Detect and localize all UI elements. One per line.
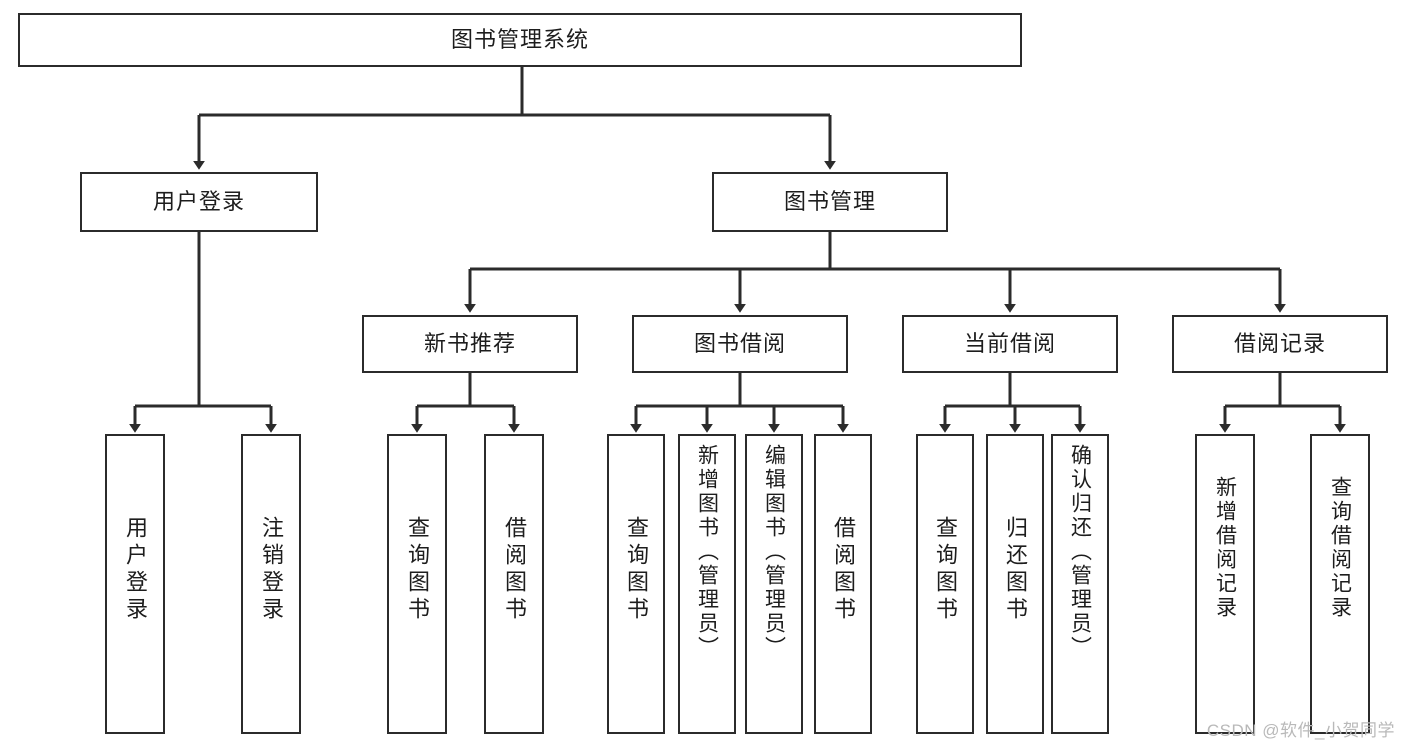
leaf-borrow-book[interactable]: 借阅图书 bbox=[814, 434, 872, 734]
node-label: 新书推荐 bbox=[423, 330, 516, 356]
leaf-borrow-book-recommend[interactable]: 借阅图书 bbox=[484, 434, 544, 734]
leaf-logout-login[interactable]: 注销登录 bbox=[241, 434, 301, 734]
node-label: 查询图书 bbox=[933, 516, 958, 624]
leaf-query-book-recommend[interactable]: 查询图书 bbox=[387, 434, 447, 734]
node-label: 查询图书 bbox=[405, 516, 430, 624]
node-current-borrow[interactable]: 当前借阅 bbox=[902, 315, 1118, 373]
leaf-return-book[interactable]: 归还图书 bbox=[986, 434, 1044, 734]
node-label: 归还图书 bbox=[1003, 516, 1028, 624]
node-root-book-management-system[interactable]: 图书管理系统 bbox=[18, 13, 1022, 67]
node-label: 编辑图书（管理员） bbox=[762, 444, 786, 660]
node-book-borrow[interactable]: 图书借阅 bbox=[632, 315, 848, 373]
node-label: 借阅图书 bbox=[502, 516, 527, 624]
node-label: 当前借阅 bbox=[963, 330, 1056, 356]
node-label: 新增借阅记录 bbox=[1213, 476, 1237, 620]
node-label: 借阅图书 bbox=[831, 516, 856, 624]
node-label: 图书管理 bbox=[783, 188, 876, 214]
leaf-user-login[interactable]: 用户登录 bbox=[105, 434, 165, 734]
node-label: 用户登录 bbox=[123, 516, 148, 624]
node-new-book-recommend[interactable]: 新书推荐 bbox=[362, 315, 578, 373]
leaf-query-book-current[interactable]: 查询图书 bbox=[916, 434, 974, 734]
leaf-add-borrow-record[interactable]: 新增借阅记录 bbox=[1195, 434, 1255, 734]
leaf-query-borrow-record[interactable]: 查询借阅记录 bbox=[1310, 434, 1370, 734]
csdn-watermark: CSDN @软件_小贺同学 bbox=[1206, 721, 1395, 740]
node-label: 图书借阅 bbox=[693, 330, 786, 356]
node-book-management[interactable]: 图书管理 bbox=[712, 172, 948, 232]
node-user-login[interactable]: 用户登录 bbox=[80, 172, 318, 232]
node-borrow-record[interactable]: 借阅记录 bbox=[1172, 315, 1388, 373]
leaf-query-book-borrow[interactable]: 查询图书 bbox=[607, 434, 665, 734]
node-label: 用户登录 bbox=[152, 188, 245, 214]
node-label: 查询图书 bbox=[624, 516, 649, 624]
node-label: 确认归还（管理员） bbox=[1068, 444, 1092, 660]
node-label: 查询借阅记录 bbox=[1328, 476, 1352, 620]
node-label: 借阅记录 bbox=[1233, 330, 1326, 356]
leaf-edit-book-admin[interactable]: 编辑图书（管理员） bbox=[745, 434, 803, 734]
node-label: 图书管理系统 bbox=[450, 26, 589, 52]
leaf-confirm-return-admin[interactable]: 确认归还（管理员） bbox=[1051, 434, 1109, 734]
node-label: 注销登录 bbox=[259, 516, 284, 624]
node-label: 新增图书（管理员） bbox=[695, 444, 719, 660]
leaf-add-book-admin[interactable]: 新增图书（管理员） bbox=[678, 434, 736, 734]
